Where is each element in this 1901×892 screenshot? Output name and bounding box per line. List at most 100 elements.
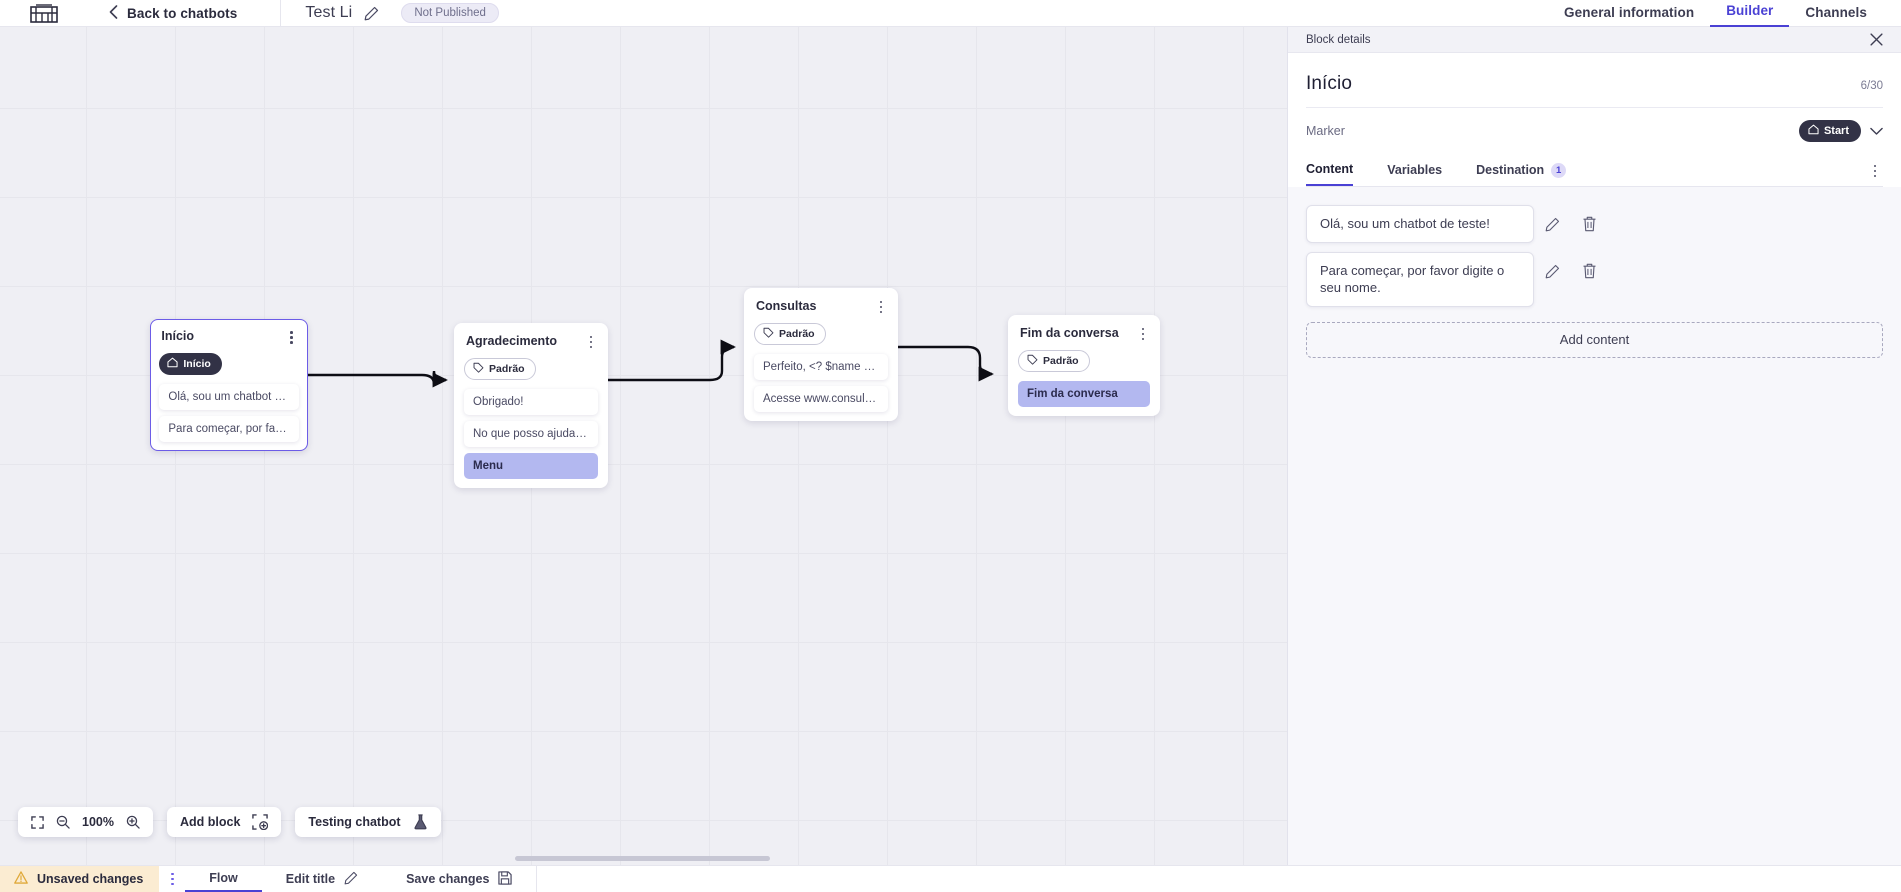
bottom-divider — [536, 866, 538, 892]
panel-header-title: Block details — [1306, 33, 1371, 46]
node-header: Início — [159, 329, 298, 345]
tab-general-information[interactable]: General information — [1564, 5, 1695, 20]
panel-more-menu-button[interactable] — [1867, 162, 1883, 180]
testing-chatbot-label: Testing chatbot — [308, 815, 401, 829]
panel-title-row: Início 6/30 — [1306, 53, 1883, 108]
trash-icon[interactable] — [1571, 205, 1608, 243]
bottom-more-menu-button[interactable] — [159, 866, 185, 892]
trash-icon[interactable] — [1571, 252, 1608, 290]
top-tabs: General information Builder Channels — [1548, 0, 1883, 27]
flask-icon — [413, 814, 428, 830]
bottom-tab-flow[interactable]: Flow — [185, 866, 262, 892]
node-header: Consultas — [754, 299, 888, 315]
node-menu-button[interactable] — [584, 334, 598, 350]
flow-node-consultas[interactable]: Consultas Padrão Perfeito, <? $name ?>! … — [744, 288, 898, 421]
page-title: Início — [1306, 73, 1353, 94]
content-item: Olá, sou um chatbot de teste! — [1306, 205, 1883, 244]
back-to-chatbots-button[interactable]: Back to chatbots — [109, 0, 237, 27]
tab-destination-label: Destination — [1476, 163, 1545, 177]
content-item: Para começar, por favor digite o seu nom… — [1306, 252, 1883, 307]
zoom-level: 100% — [82, 815, 114, 829]
tag-icon — [473, 362, 484, 376]
unsaved-changes-indicator: Unsaved changes — [0, 866, 160, 892]
node-row-message[interactable]: Obrigado! — [464, 389, 598, 415]
canvas-horizontal-scrollbar[interactable] — [515, 856, 770, 861]
node-marker-label: Padrão — [1043, 355, 1079, 367]
panel-header: Block details — [1288, 27, 1901, 53]
content-item-text[interactable]: Olá, sou um chatbot de teste! — [1306, 205, 1534, 244]
node-row-message[interactable]: Olá, sou um chatbot de teste! — [159, 384, 299, 411]
add-content-button[interactable]: Add content — [1306, 321, 1883, 358]
tab-channels[interactable]: Channels — [1805, 5, 1867, 20]
home-icon — [167, 357, 178, 371]
pencil-icon[interactable] — [1534, 252, 1571, 290]
node-row-menu[interactable]: Menu — [464, 453, 598, 479]
node-marker-default: Padrão — [464, 358, 536, 380]
panel-body: Início 6/30 Marker Start — [1288, 53, 1901, 187]
tag-icon — [1027, 354, 1038, 368]
save-changes-label: Save changes — [406, 872, 490, 886]
canvas-toolbar: 100% Add block — [18, 807, 441, 837]
node-marker-label: Início — [183, 358, 211, 371]
node-marker-label: Padrão — [779, 328, 815, 340]
status-badge: Not Published — [401, 3, 499, 23]
char-counter: 6/30 — [1860, 80, 1883, 92]
marker-value-pill: Start — [1798, 120, 1861, 142]
marker-select[interactable]: Start — [1798, 120, 1883, 142]
node-header: Agradecimento — [464, 334, 598, 350]
zoom-out-icon[interactable] — [56, 815, 70, 829]
node-row-message[interactable]: Acesse www.consultas.com par... — [754, 386, 888, 412]
flow-canvas[interactable]: Início Início Olá, sou um chatbot de tes… — [0, 27, 1287, 865]
tag-icon — [763, 327, 774, 341]
add-block-button[interactable]: Add block — [166, 807, 282, 837]
tab-destination[interactable]: Destination 1 — [1476, 157, 1567, 186]
node-title: Fim da conversa — [1020, 326, 1119, 340]
node-row-message[interactable]: No que posso ajudar, <? $name ... — [464, 421, 598, 447]
node-marker-default: Padrão — [1018, 350, 1090, 372]
zoom-controls: 100% — [18, 807, 153, 837]
tab-content[interactable]: Content — [1306, 156, 1354, 186]
add-block-icon — [252, 814, 269, 830]
node-menu-button[interactable] — [285, 329, 299, 345]
home-icon — [1808, 124, 1819, 138]
tab-variables[interactable]: Variables — [1387, 157, 1442, 185]
top-bar: Back to chatbots Test Li Not Published G… — [0, 0, 1901, 27]
bottom-bar: Unsaved changes Flow Edit title Save cha… — [0, 865, 1901, 892]
app-logo-icon[interactable] — [27, 2, 61, 24]
node-rows: Olá, sou um chatbot de teste! Para começ… — [159, 384, 299, 443]
node-rows: Perfeito, <? $name ?>! Acesse www.consul… — [754, 354, 888, 412]
node-rows: Fim da conversa — [1018, 381, 1150, 407]
edit-title-pencil-icon[interactable] — [364, 6, 379, 21]
save-icon — [498, 870, 513, 888]
zoom-in-icon[interactable] — [126, 815, 140, 829]
testing-chatbot-button[interactable]: Testing chatbot — [295, 807, 441, 837]
back-to-chatbots-label: Back to chatbots — [127, 5, 238, 21]
node-menu-button[interactable] — [1136, 326, 1150, 342]
unsaved-changes-label: Unsaved changes — [37, 872, 144, 886]
chevron-down-icon[interactable] — [1870, 127, 1883, 136]
tab-builder[interactable]: Builder — [1710, 3, 1790, 27]
node-row-message[interactable]: Para começar, por favor digite o ... — [159, 416, 299, 443]
node-marker-label: Padrão — [489, 363, 525, 375]
content-item-text[interactable]: Para começar, por favor digite o seu nom… — [1306, 252, 1534, 307]
bottom-tab-flow-label: Flow — [209, 871, 238, 885]
marker-row: Marker Start — [1306, 108, 1883, 152]
add-block-label: Add block — [179, 815, 241, 829]
node-row-message[interactable]: Perfeito, <? $name ?>! — [754, 354, 888, 380]
node-row-menu[interactable]: Fim da conversa — [1018, 381, 1150, 407]
flow-node-inicio[interactable]: Início Início Olá, sou um chatbot de tes… — [150, 319, 308, 451]
pencil-icon[interactable] — [1534, 205, 1571, 243]
block-details-panel: Block details Início 6/30 Marker Start — [1287, 27, 1901, 865]
node-marker-default: Padrão — [754, 323, 826, 345]
node-title: Consultas — [756, 299, 817, 313]
flow-node-fim-da-conversa[interactable]: Fim da conversa Padrão Fim da conversa — [1008, 315, 1160, 416]
edit-title-button[interactable]: Edit title — [262, 866, 382, 892]
flow-node-agradecimento[interactable]: Agradecimento Padrão Obrigado! No que po… — [454, 323, 608, 488]
node-menu-button[interactable] — [874, 299, 888, 315]
node-title: Agradecimento — [466, 334, 557, 348]
close-icon[interactable] — [1870, 33, 1883, 46]
fit-screen-icon[interactable] — [31, 815, 44, 829]
chatbot-title: Test Li — [305, 4, 353, 21]
tab-content-label: Content — [1306, 162, 1354, 176]
save-changes-button[interactable]: Save changes — [382, 866, 536, 892]
